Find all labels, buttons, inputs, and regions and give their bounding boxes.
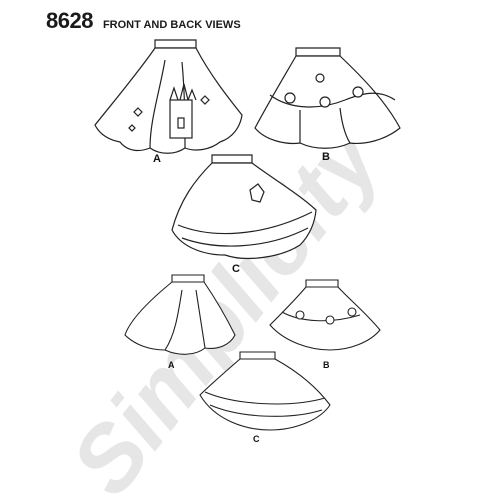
rose-icon (284, 92, 296, 104)
waistband (239, 351, 276, 360)
rose-icon (347, 307, 357, 317)
pattern-number: 8628 (46, 8, 93, 33)
rose-icon (295, 310, 305, 320)
pleat-lines (299, 107, 351, 144)
skirt-view-a-large (94, 39, 243, 154)
waistband (154, 39, 197, 49)
view-label: B (323, 360, 330, 370)
skirt-body (124, 281, 236, 355)
rose-icon (319, 96, 331, 108)
horse-applique-icon (249, 183, 265, 203)
waistband (211, 154, 253, 164)
view-label: B (322, 151, 330, 163)
skirt-view-a-small (124, 274, 236, 355)
header: 8628 FRONT AND BACK VIEWS (46, 8, 241, 34)
skirt-view-c-large (171, 154, 317, 260)
ruffle-band (177, 211, 313, 235)
fold-line (164, 289, 206, 351)
diamond-icon (200, 95, 210, 105)
rose-swag-icon (281, 311, 361, 322)
diamond-icon (133, 107, 143, 117)
skirt-view-b-large (254, 47, 401, 149)
waistband (295, 47, 341, 57)
rose-swag-icon (269, 92, 396, 108)
ruffle-band (204, 391, 326, 405)
view-label: A (153, 153, 161, 165)
ruffle-band (209, 404, 323, 417)
view-label: C (232, 263, 240, 275)
skirt-view-c-small (199, 351, 331, 431)
rose-icon (325, 315, 335, 325)
page-title: FRONT AND BACK VIEWS (102, 19, 241, 31)
waistband (171, 274, 205, 283)
waistband (305, 279, 339, 288)
skirt-body (171, 162, 317, 260)
view-label: A (168, 360, 175, 370)
rose-icon (352, 86, 364, 98)
skirt-body (269, 286, 381, 351)
skirt-body (94, 47, 243, 154)
ruffle-band (181, 227, 309, 247)
fold-line (149, 59, 166, 149)
rose-icon (315, 73, 325, 83)
castle-applique-icon (169, 83, 197, 139)
diamond-icon (128, 124, 136, 132)
view-label: C (253, 434, 260, 444)
skirt-view-b-small (269, 279, 381, 351)
